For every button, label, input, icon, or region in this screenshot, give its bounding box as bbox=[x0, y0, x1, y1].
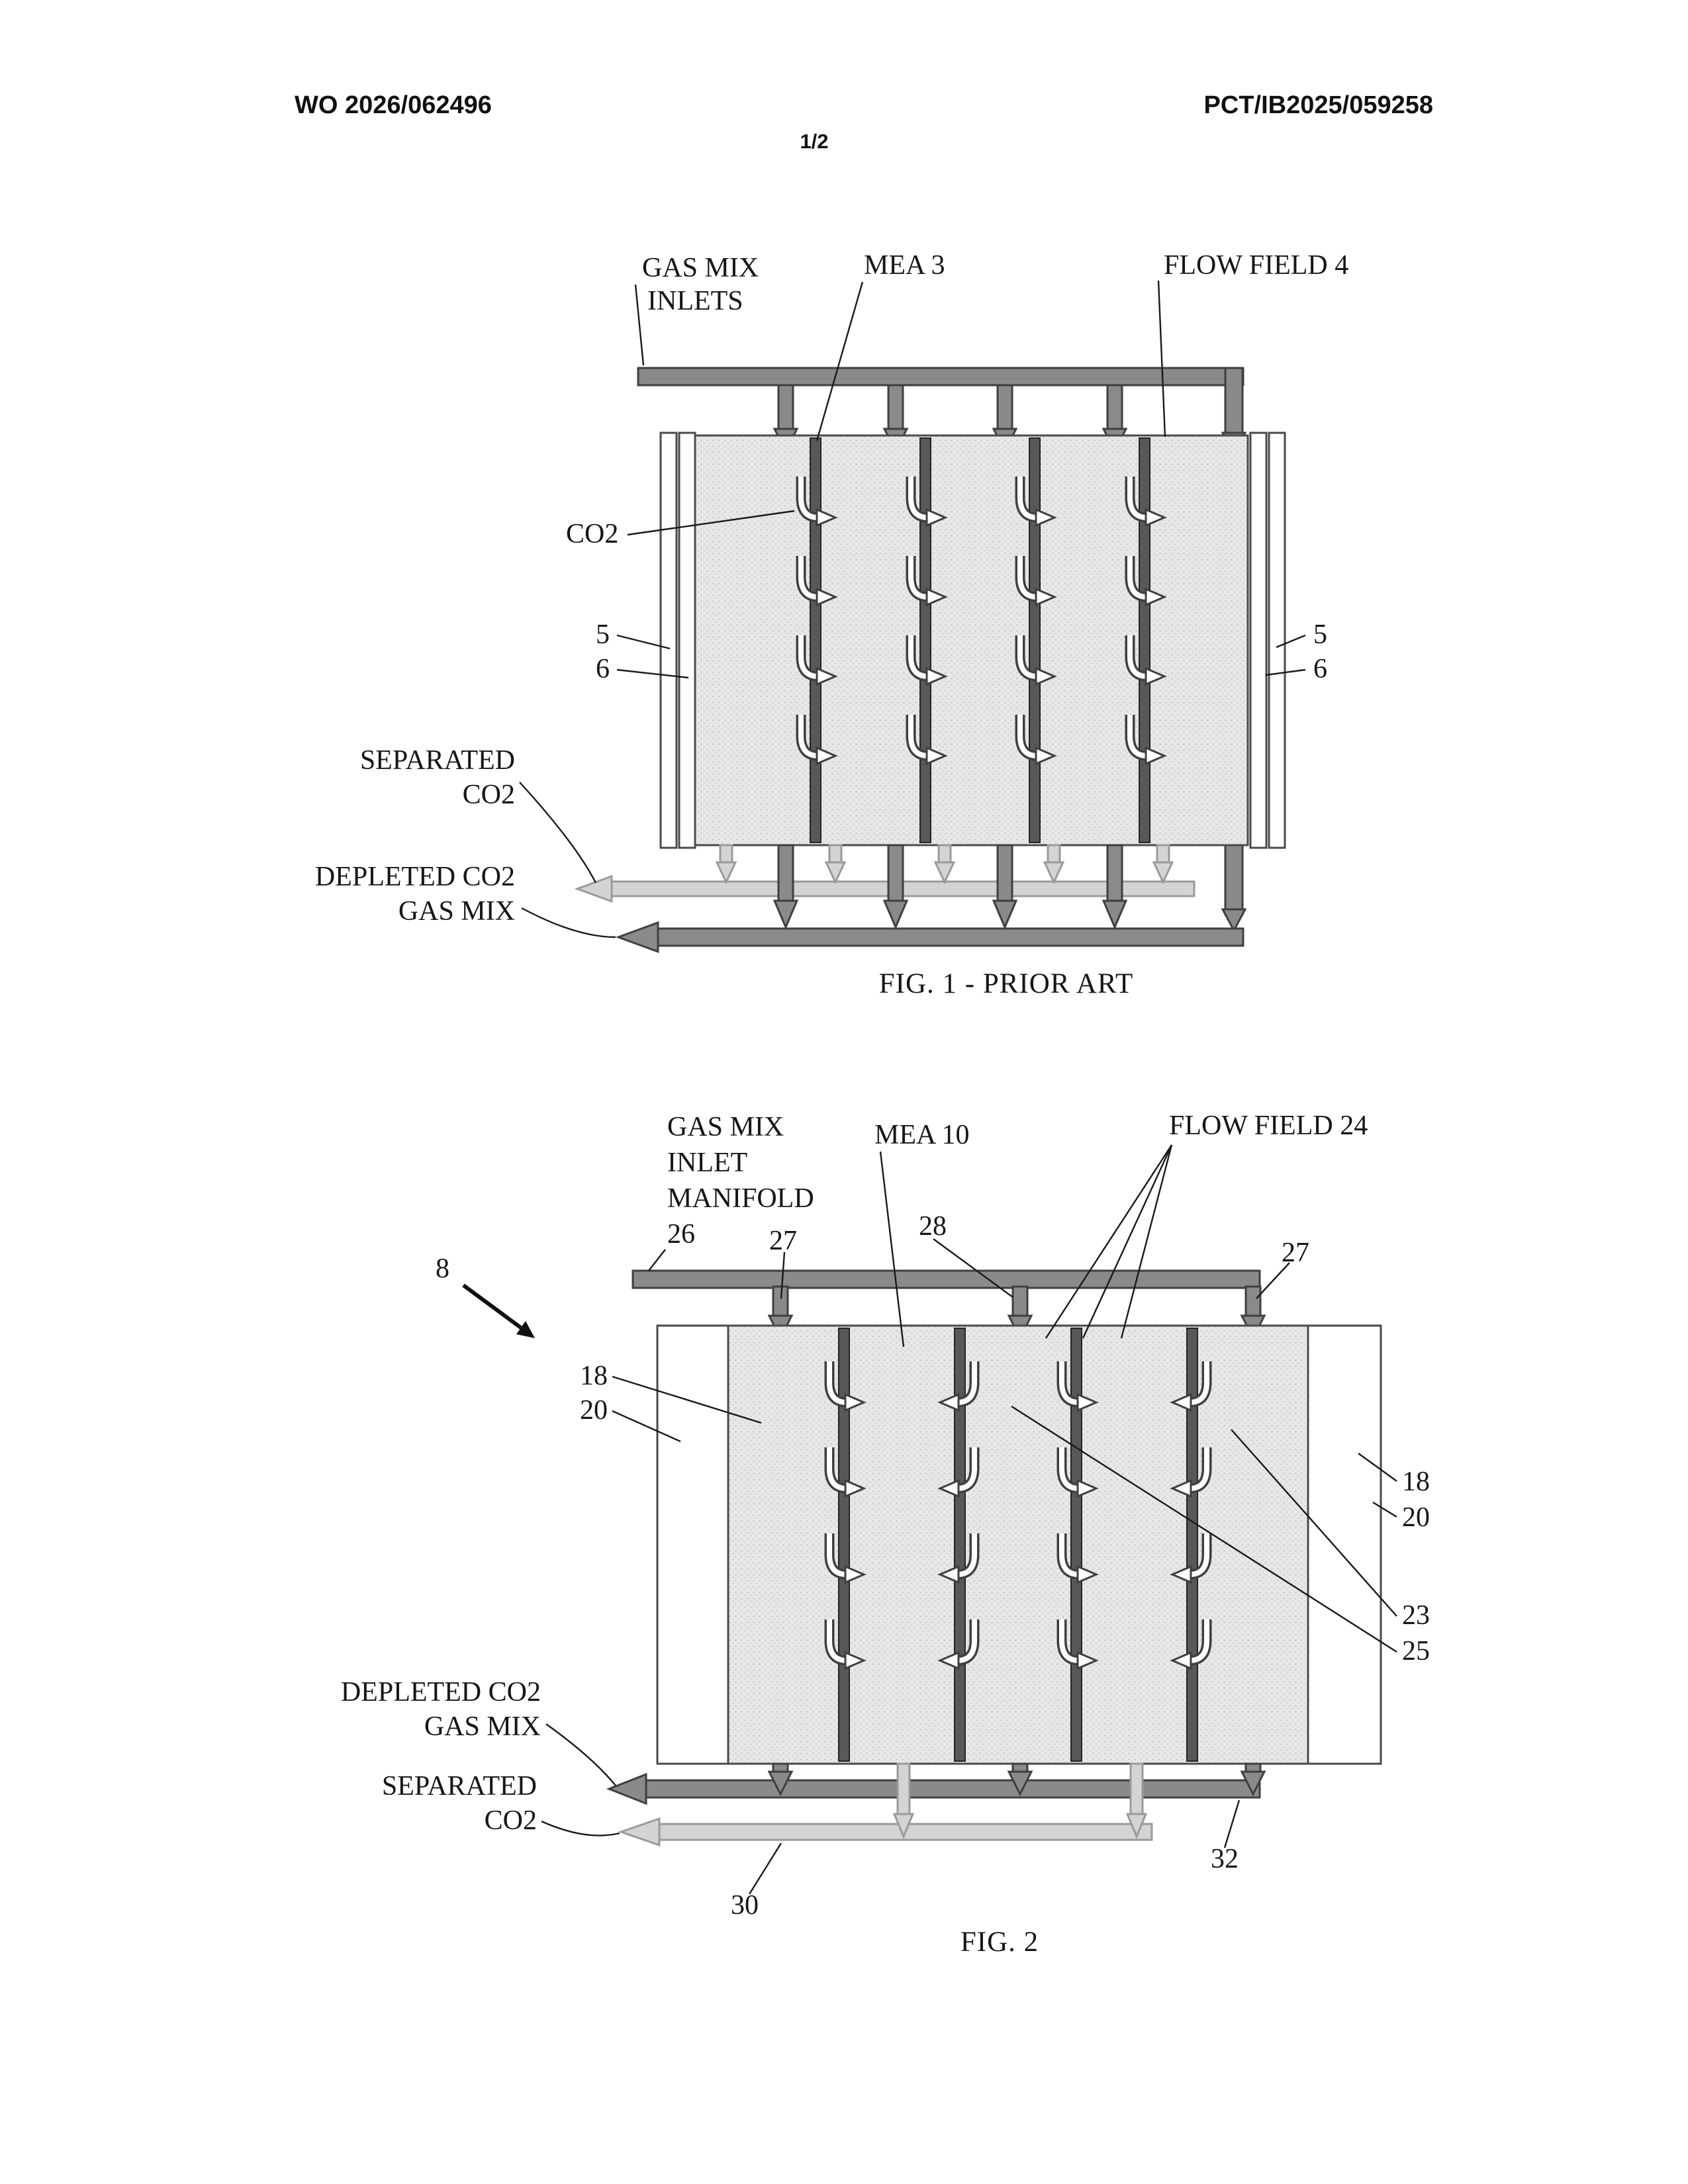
fig2-label-flow-field: FLOW FIELD 24 bbox=[1169, 1111, 1368, 1141]
fig2-leader-lines bbox=[462, 1144, 1397, 1895]
fig1-depleted-outlet bbox=[615, 844, 1244, 954]
fig1-ref6-left: 6 bbox=[596, 654, 610, 684]
ref8-arrow-shaft bbox=[462, 1283, 523, 1330]
fig2-ref30: 30 bbox=[731, 1890, 759, 1921]
fig2-ref20-right: 20 bbox=[1402, 1502, 1430, 1533]
fig1-end-plates bbox=[659, 432, 1286, 849]
fig1-ref5-left: 5 bbox=[596, 619, 610, 650]
fig1-labels: GAS MIX INLETS MEA 3 FLOW FIELD 4 CO2 5 … bbox=[315, 250, 1348, 999]
fig2-end-plates bbox=[656, 1324, 1382, 1765]
fig1-label-mea: MEA 3 bbox=[864, 250, 945, 281]
fig2-label-manifold-line1: GAS MIX bbox=[667, 1112, 784, 1142]
ref8-arrow-head bbox=[516, 1321, 535, 1338]
page-indicator: 1/2 bbox=[800, 130, 829, 153]
fig1-flow-field bbox=[694, 434, 1249, 846]
fig2-ref18-left: 18 bbox=[580, 1361, 608, 1391]
fig1-label-depleted-line1: DEPLETED CO2 bbox=[315, 862, 515, 892]
fig1-ref5-right: 5 bbox=[1313, 619, 1327, 650]
fig2-ref27-right: 27 bbox=[1282, 1238, 1309, 1268]
fig2-label-manifold-line2: INLET bbox=[667, 1148, 747, 1178]
fig2-ref23: 23 bbox=[1402, 1600, 1430, 1631]
fig2-label-depleted-line2: GAS MIX bbox=[424, 1711, 541, 1742]
fig1-label-flow-field: FLOW FIELD 4 bbox=[1164, 250, 1348, 281]
fig2-label-manifold-line3: MANIFOLD bbox=[667, 1183, 814, 1214]
fig1-label-co2: CO2 bbox=[566, 519, 618, 549]
fig1-label-gas-mix-inlets-line1: GAS MIX bbox=[642, 253, 759, 283]
fig2-gas-mix-inlet-manifold bbox=[632, 1269, 1261, 1289]
fig2-ref25: 25 bbox=[1402, 1636, 1430, 1666]
fig2-drawing: GAS MIX INLET MANIFOLD 26 MEA 10 FLOW FI… bbox=[341, 1111, 1430, 1958]
fig1-label-depleted-line2: GAS MIX bbox=[399, 896, 515, 927]
fig2-ref27-left: 27 bbox=[769, 1226, 797, 1256]
fig2-ref18-right: 18 bbox=[1402, 1467, 1430, 1497]
fig1-separated-co2-outlet bbox=[574, 844, 1196, 903]
fig2-ref20-left: 20 bbox=[580, 1395, 608, 1426]
fig2-ref8: 8 bbox=[436, 1253, 449, 1284]
fig2-label-separated-line2: CO2 bbox=[485, 1805, 537, 1836]
fig2-ref32: 32 bbox=[1211, 1844, 1239, 1874]
fig1-ref6-right: 6 bbox=[1313, 654, 1327, 684]
fig2-separated-co2-outlet bbox=[618, 1762, 1153, 1847]
fig2-depleted-outlet bbox=[606, 1762, 1266, 1805]
fig1-label-gas-mix-inlets-line2: INLETS bbox=[647, 286, 743, 316]
fig1-drawing: GAS MIX INLETS MEA 3 FLOW FIELD 4 CO2 5 … bbox=[315, 250, 1348, 999]
fig2-label-depleted-line1: DEPLETED CO2 bbox=[341, 1677, 541, 1707]
pct-number: PCT/IB2025/059258 bbox=[1203, 91, 1433, 119]
doc-number: WO 2026/062496 bbox=[295, 91, 492, 119]
fig2-ref28: 28 bbox=[919, 1211, 947, 1242]
fig1-leader-lines bbox=[519, 280, 1306, 938]
fig2-label-mea: MEA 10 bbox=[874, 1120, 970, 1150]
fig1-mea-bars bbox=[810, 437, 1150, 843]
fig2-labels: GAS MIX INLET MANIFOLD 26 MEA 10 FLOW FI… bbox=[341, 1111, 1430, 1958]
fig1-caption: FIG. 1 - PRIOR ART bbox=[879, 968, 1134, 999]
fig2-caption: FIG. 2 bbox=[961, 1927, 1039, 1958]
fig2-label-separated-line1: SEPARATED bbox=[382, 1771, 537, 1801]
fig2-flow-field bbox=[727, 1324, 1309, 1765]
fig1-label-separated-line1: SEPARATED bbox=[360, 745, 515, 776]
fig2-label-manifold-line4: 26 bbox=[667, 1219, 695, 1250]
fig1-label-separated-line2: CO2 bbox=[463, 780, 515, 810]
